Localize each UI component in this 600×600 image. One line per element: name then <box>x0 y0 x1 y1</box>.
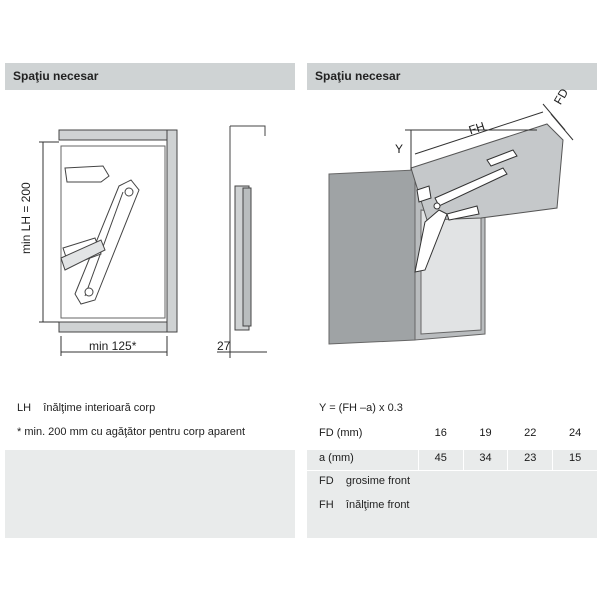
label-y: Y <box>395 142 404 156</box>
formula: Y = (FH –a) x 0.3 <box>319 402 403 414</box>
dimension-27 <box>217 340 267 358</box>
dimension-125 <box>60 336 168 356</box>
legend-star-text: min. 200 mm cu agăţător pentru corp apar… <box>24 426 246 438</box>
cell-fd-2: 19 <box>463 421 509 446</box>
cabinet-side-view-diagram <box>39 125 267 358</box>
legend-lh: LH înălţime interioară corp <box>17 402 155 414</box>
left-panel: Spaţiu necesar <box>5 63 295 538</box>
legend-fd: FD grosime front <box>319 475 410 487</box>
cell-a-3: 23 <box>507 445 554 471</box>
dimension-fh <box>414 111 544 155</box>
legend-fh-text: înălţime front <box>345 499 410 511</box>
legend-fh-abbr: FH <box>319 499 334 511</box>
cabinet-back-board <box>166 129 178 333</box>
cell-a-2: 34 <box>463 445 509 471</box>
lift-mechanism <box>414 149 518 273</box>
legend-lh-abbr: LH <box>17 402 32 414</box>
label-min-125: min 125* <box>89 339 137 353</box>
right-drawing: FD FH Y <box>307 86 597 450</box>
label-min-lh: min LH = 200 <box>19 182 33 254</box>
legend-fh: FH înălţime front <box>319 499 410 511</box>
right-panel-title: Spaţiu necesar <box>315 69 401 83</box>
legend-star-abbr: * <box>17 426 22 438</box>
hinge-top-bracket <box>64 165 110 183</box>
left-drawing: min LH = 200 min 125* 27 <box>5 90 295 450</box>
cell-fd-1: 16 <box>418 421 464 446</box>
dimension-y <box>405 129 537 170</box>
dimension-table: FD (mm) 16 19 22 24 a (mm) 45 34 23 15 <box>307 421 597 471</box>
cabinet-perspective-diagram <box>328 103 574 345</box>
row-label-a: a (mm) <box>307 445 419 471</box>
dimension-fd <box>542 103 574 141</box>
left-panel-title: Spaţiu necesar <box>13 69 99 83</box>
row-label-fd: FD (mm) <box>307 421 419 446</box>
cabinet-interior-outline <box>60 145 166 319</box>
table-row: FD (mm) 16 19 22 24 <box>307 421 597 446</box>
legend-star: * min. 200 mm cu agăţător pentru corp ap… <box>17 426 245 438</box>
cabinet-top-board <box>58 129 178 141</box>
label-27: 27 <box>217 339 231 353</box>
cell-fd-3: 22 <box>507 421 554 446</box>
cell-a-4: 15 <box>552 445 597 471</box>
cell-a-1: 45 <box>418 445 464 471</box>
cell-fd-4: 24 <box>552 421 597 446</box>
right-panel: Spaţiu necesar <box>307 63 597 538</box>
table-row: a (mm) 45 34 23 15 <box>307 445 597 471</box>
left-panel-header: Spaţiu necesar <box>5 63 295 90</box>
cabinet-bottom-board <box>58 321 178 333</box>
legend-fd-abbr: FD <box>319 475 334 487</box>
legend-fd-text: grosime front <box>345 475 411 487</box>
cabinet-profile <box>229 125 266 352</box>
right-panel-header: Spaţiu necesar <box>307 63 597 90</box>
dimension-lh <box>39 141 59 323</box>
lift-mechanism <box>60 179 140 305</box>
legend-lh-text: înălţime interioară corp <box>43 402 156 414</box>
